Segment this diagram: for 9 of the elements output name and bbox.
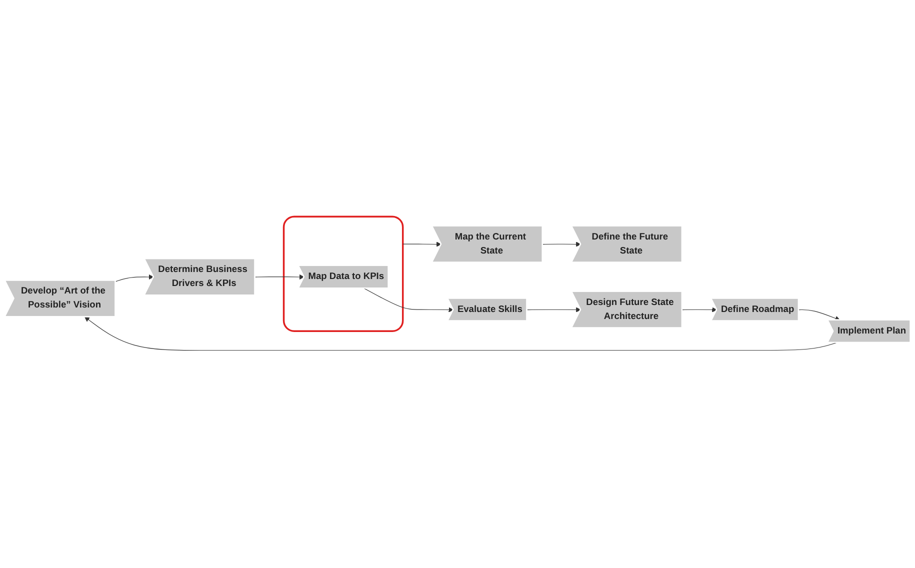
arrow [254, 274, 304, 280]
arrow [115, 274, 154, 282]
cluster [282, 216, 404, 332]
arrow [542, 242, 582, 248]
arrow [798, 310, 840, 322]
arrow [526, 308, 582, 313]
arrow [364, 288, 454, 313]
arrow [402, 242, 442, 248]
arrow [682, 308, 718, 313]
